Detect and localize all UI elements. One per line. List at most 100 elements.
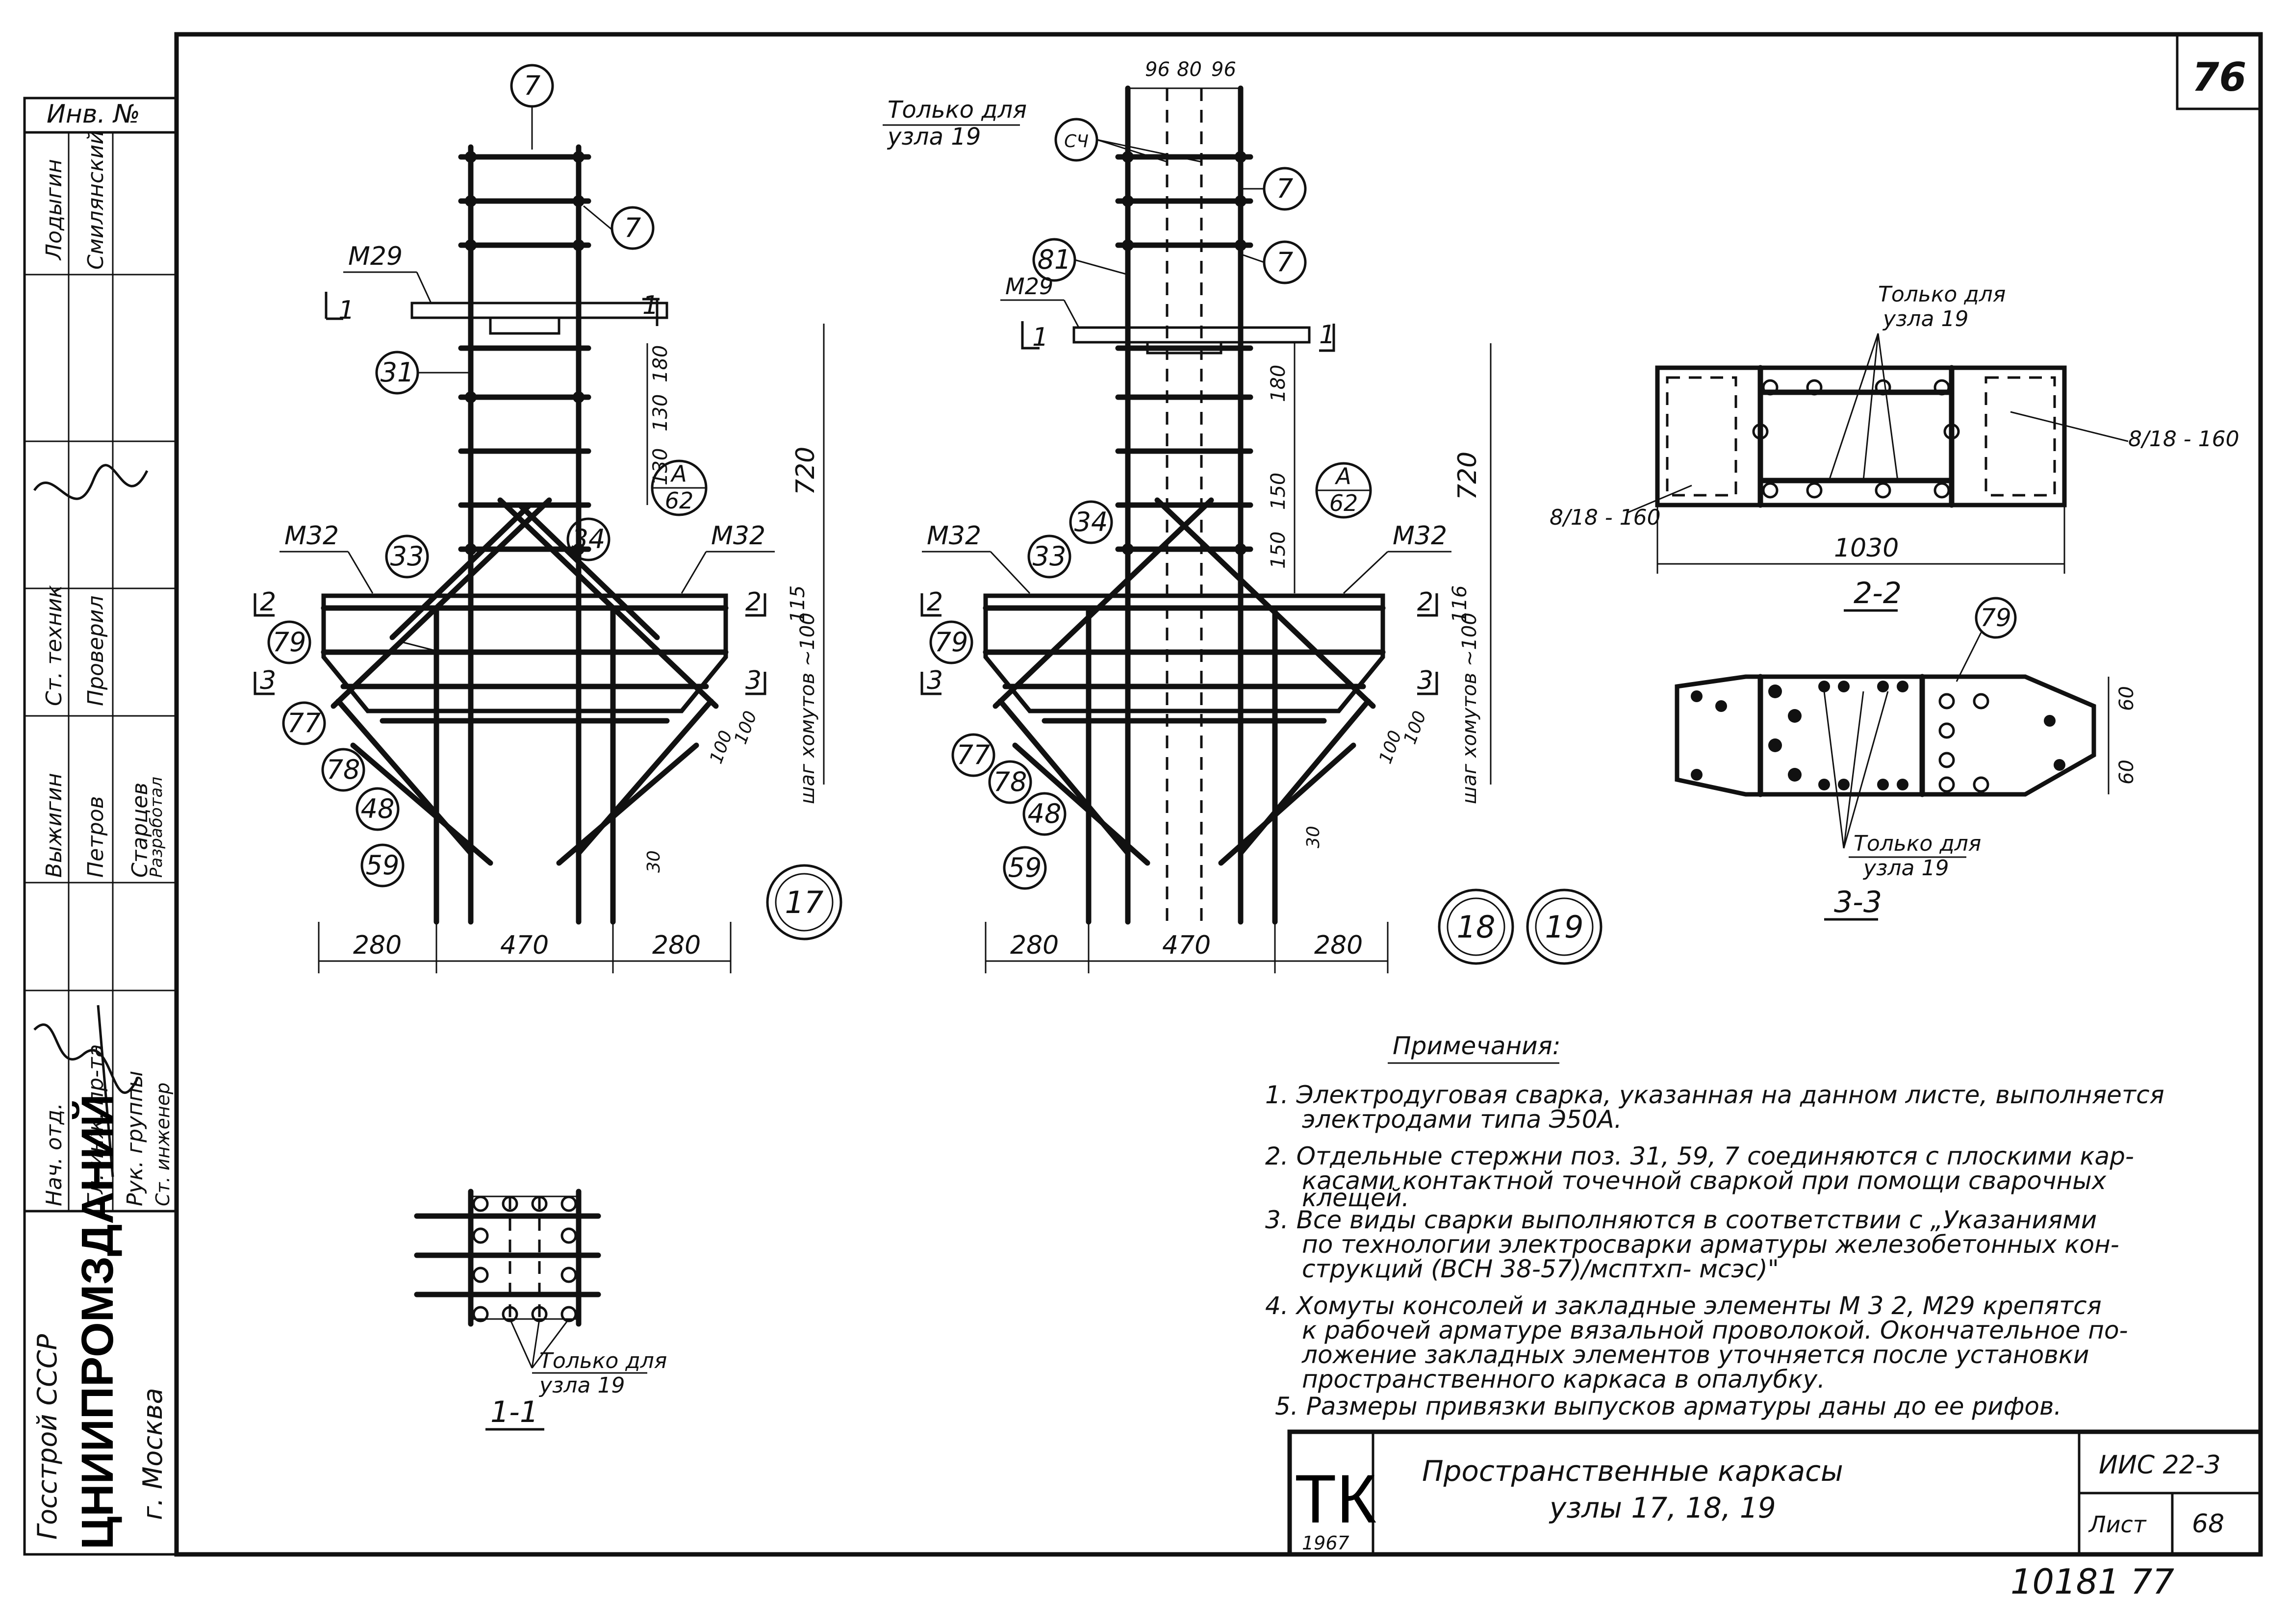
sheet-badge: 76 <box>2192 54 2246 100</box>
n17-m29: М29 <box>348 242 403 271</box>
n18-uzla: узла 19 <box>887 123 981 151</box>
s33-only-for: Только для <box>1854 831 1981 856</box>
note-line-7: по технологии электросварки арматуры жел… <box>1302 1230 2119 1259</box>
signature-2 <box>33 1005 139 1177</box>
n17-callout-33: 33 <box>390 541 424 572</box>
tb-title2: узлы 17, 18, 19 <box>1549 1491 1776 1524</box>
n17-bdim-2: 470 <box>500 931 549 960</box>
note-line-9: 4. Хомуты консолей и закладные элементы … <box>1265 1292 2102 1320</box>
n18-callout-48: 48 <box>1028 798 1062 829</box>
section-2-2: Только для узла 19 8/18 - 160 8/18 - 160… <box>1550 282 2239 612</box>
n19-node-id: 19 <box>1545 909 1584 945</box>
n17-dim-130a: 130 <box>649 394 672 431</box>
stamp-role-3: Ст. техник <box>42 585 67 706</box>
s22-label-right: 8/18 - 160 <box>2128 427 2239 452</box>
s33-title: 3-3 <box>1834 885 1882 919</box>
n18-only-for: Только для <box>888 96 1027 124</box>
sheet-badge-box <box>2176 34 2261 110</box>
n17-dim-130b: 130 <box>649 448 672 485</box>
n18-dim-100a: 100 <box>1375 728 1406 766</box>
n17-callout-48: 48 <box>361 793 395 824</box>
title-block: ТК 1967 Пространственные каркасы узлы 17… <box>1287 1429 2263 1557</box>
s22-only-for: Только для <box>1878 282 2006 307</box>
note-line-2: электродами типа Э50А. <box>1302 1105 1622 1134</box>
n18-sec3-right: 3 <box>1417 666 1433 695</box>
n18-dim-shag: шаг хомутов ~100 <box>1458 612 1481 804</box>
n18-callout-33: 33 <box>1033 541 1067 572</box>
stamp-role-5: Ст. инженер <box>152 1083 174 1206</box>
stamp-name-7: Разработал <box>147 777 166 878</box>
s22-uzla: узла 19 <box>1882 306 1969 331</box>
n17-callout-31: 31 <box>381 357 414 388</box>
n17-m32-left: М32 <box>284 521 339 551</box>
note-line-8: струкций (ВСН 38-57)/мсптхп- мсэс)" <box>1302 1255 1779 1283</box>
n18-detail-top: А <box>1334 463 1351 489</box>
n18-m32-right: М32 <box>1393 521 1447 551</box>
n18-callout-59: 59 <box>1008 852 1042 883</box>
n18-dim-150b: 150 <box>1267 532 1290 569</box>
note-line-6: 3. Все виды сварки выполняются в соответ… <box>1265 1206 2097 1234</box>
inv-no: Инв. № <box>47 100 140 129</box>
s33-callout: 79 <box>1980 604 2011 632</box>
note-line-10: к рабочей арматуре вязальной проволокой.… <box>1302 1316 2128 1345</box>
s33-dim-60b: 60 <box>2115 760 2138 785</box>
signature-1 <box>33 464 149 500</box>
n18-dim-116: 116 <box>1449 585 1471 623</box>
n18-m32-left: М32 <box>927 521 981 551</box>
stamp-role-1: Нач. отд. <box>42 1103 67 1206</box>
n17-sec3-left: 3 <box>260 666 276 695</box>
tb-title1: Пространственные каркасы <box>1422 1454 1843 1488</box>
n17-callout-7b: 7 <box>624 212 641 243</box>
note-line-12: пространственного каркаса в опалубку. <box>1302 1365 1825 1394</box>
note-line-5: клещей. <box>1302 1184 1409 1212</box>
stamp-role-4: Рук. группы <box>123 1071 148 1206</box>
tb-list-label: Лист <box>2088 1511 2147 1538</box>
n17-bdim-1: 280 <box>353 931 402 960</box>
n17-dim-180: 180 <box>649 345 672 382</box>
s22-width: 1030 <box>1834 533 1899 563</box>
n17-callout-77: 77 <box>287 708 321 738</box>
n18-sec3-left: 3 <box>927 666 943 695</box>
note-line-4: касами контактной точечной сваркой при п… <box>1302 1167 2107 1195</box>
n18-callout-78: 78 <box>993 766 1027 797</box>
note-line-3: 2. Отдельные стержни поз. 31, 59, 7 соед… <box>1265 1142 2134 1170</box>
n18-dim-100b: 100 <box>1400 708 1430 747</box>
stamp-name-3: Проверил <box>83 595 108 706</box>
stamp-name-5: Петров <box>83 796 108 878</box>
tb-list-no: 68 <box>2192 1509 2224 1539</box>
n17-detail-top: А <box>670 460 687 487</box>
n18-detail-bottom: 62 <box>1329 490 1358 516</box>
n17-dim-720: 720 <box>791 447 820 495</box>
n18-callout-sch: СЧ <box>1064 131 1089 152</box>
n17-callout-78: 78 <box>327 754 360 785</box>
n17-dim-115: 115 <box>787 585 809 623</box>
n18-node-id: 18 <box>1457 909 1496 945</box>
s11-title: 1-1 <box>490 1395 538 1429</box>
n18-dim-150a: 150 <box>1267 473 1290 510</box>
n17-dim-30: 30 <box>644 850 664 873</box>
section-1-1: Только для узла 19 1-1 <box>414 1189 667 1431</box>
stamp-name-6: Старцев <box>127 783 153 878</box>
n17-sec2-right: 2 <box>745 587 762 617</box>
org-gosstroy: Госстрой СССР <box>32 1334 63 1540</box>
n18-dim-180: 180 <box>1267 365 1290 402</box>
n18-callout-7b: 7 <box>1276 247 1293 278</box>
s22-title: 2-2 <box>1854 576 1902 610</box>
n18-callout-77: 77 <box>957 739 991 770</box>
s33-uzla: узла 19 <box>1862 856 1949 881</box>
org-cniipromzdaniy: ЦНИИПРОМЗДАНИЙ <box>72 1094 123 1549</box>
n17-bdim-3: 280 <box>652 931 701 960</box>
stamp-column: Инв. № Лодыгин Смилянский Ст. техник Про… <box>25 100 178 1549</box>
n17-callout-79: 79 <box>273 627 306 658</box>
n18-sec2-left: 2 <box>927 587 943 617</box>
n18-bdim-3: 280 <box>1314 931 1363 960</box>
stamp-name-1: Лодыгин <box>42 159 67 261</box>
n17-callout-7a: 7 <box>524 70 540 101</box>
n18-bdim-2: 470 <box>1162 931 1211 960</box>
node-17-drawing: М29 М32 М32 7 7 31 33 34 79 77 78 48 59 <box>254 64 842 973</box>
n18-sec2-right: 2 <box>1417 587 1433 617</box>
note-line-11: ложение закладных элементов уточняется п… <box>1301 1341 2089 1369</box>
n18-tdim-3: 96 <box>1211 58 1236 81</box>
n17-callout-34: 34 <box>572 524 606 555</box>
